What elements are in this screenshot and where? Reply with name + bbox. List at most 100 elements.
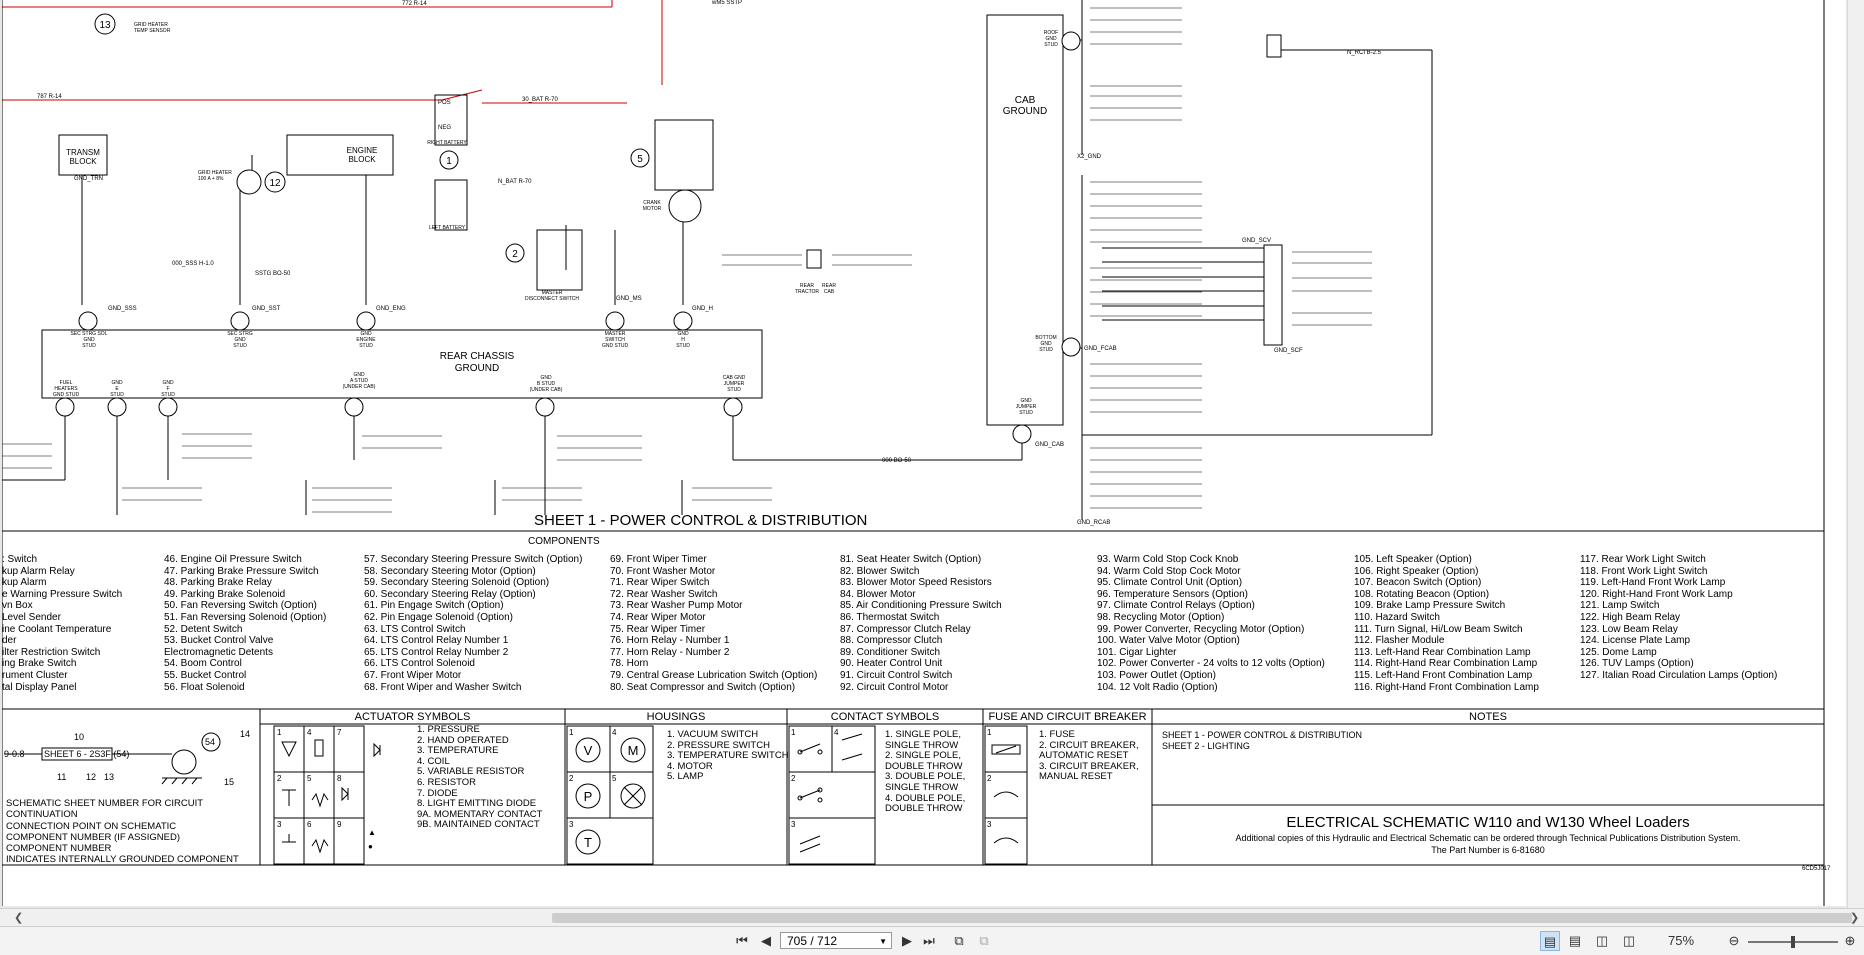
title-block-line1: Additional copies of this Hydraulic and … [1235,833,1741,843]
component-item: 114. Right-Hand Rear Combination Lamp [1354,658,1538,670]
callout-12: 12 [269,178,281,189]
component-item: 62. Pin Engage Solenoid (Option) [364,611,513,623]
page-number-field[interactable]: 705 / 712 ▼ [780,932,892,949]
crank-motor-label: CRANK MOTOR [642,200,662,212]
component-item: 90. Heater Control Unit [840,658,943,670]
components-col-3: 57. Secondary Steering Pressure Switch (… [364,554,582,693]
master-disconnect-label: MASTER DISCONNECT SWITCH [524,290,580,302]
zoom-slider-thumb[interactable] [1791,936,1795,948]
fit-page-icon[interactable]: ⧉ [954,933,964,948]
components-col-5: 81. Seat Heater Switch (Option)82. Blowe… [840,554,1002,693]
fuse-item: MANUAL RESET [1039,771,1113,783]
component-item: 82. Blower Switch [840,565,920,577]
prev-page-icon[interactable]: ◀ [761,933,771,948]
fit-width-icon[interactable]: ⧉ [979,933,989,948]
two-page-continuous-view-icon[interactable]: ◫ [1622,933,1636,948]
component-item: 96. Temperature Sensors (Option) [1097,588,1249,600]
component-item: vn Box [2,600,33,612]
vertical-scrollbar[interactable] [1847,0,1864,908]
gnd-e-label: GND E STUD [110,380,124,398]
gnd-f-label: GND F STUD [161,380,175,398]
fuse-item: 3. CIRCUIT BREAKER, [1039,760,1139,772]
last-page-icon[interactable]: ⏭ [923,933,935,948]
component-item: 99. Power Converter, Recycling Motor (Op… [1097,623,1305,635]
contact-num-4: 4 [834,728,839,737]
component-item: 92. Circuit Control Motor [840,681,949,693]
component-item: 95. Climate Control Unit (Option) [1097,577,1243,589]
zoom-level[interactable]: 75% [1667,933,1695,948]
sym-num-7: 7 [337,728,342,737]
housing-item: 2. PRESSURE SWITCH [667,739,770,751]
contact-item: 3. DOUBLE POLE, [885,771,966,783]
gnd-h-label: GND H STUD [676,331,690,349]
component-item: 119. Left-Hand Front Work Lamp [1580,577,1726,589]
horizontal-scrollbar[interactable]: ❮ ❯ [0,908,1864,927]
gnd-a-label: GND A STUD (UNDER CAB) [342,372,376,390]
actuator-title: ACTUATOR SYMBOLS [354,711,471,723]
components-heading: COMPONENTS [528,536,600,547]
single-page-view-icon[interactable]: ▤ [1540,931,1560,951]
component-item: 126. TUV Lamps (Option) [1580,658,1694,670]
first-page-icon[interactable]: ⏮ [736,933,748,948]
wire-label-sstp: wM5 SSTP [711,0,742,6]
housing-num-4: 4 [612,728,617,737]
component-item: 101. Cigar Lighter [1097,646,1177,658]
wire-label-bat: 30_BAT R-70 [522,97,558,103]
component-item: 77. Horn Relay - Number 2 [610,646,730,658]
component-item: 93. Warm Cold Stop Cock Knob [1097,554,1239,565]
neg-label: NEG [438,125,452,131]
component-item: 91. Circuit Control Switch [840,669,953,681]
component-item: 63. LTS Control Switch [364,623,466,635]
legend-num-14: 14 [240,729,250,739]
actuator-item: 6. RESISTOR [417,776,476,788]
note-item: SHEET 1 - POWER CONTROL & DISTRIBUTION [1162,730,1363,740]
page-dropdown-icon[interactable]: ▼ [879,937,887,946]
scroll-left-icon[interactable]: ❮ [14,912,24,924]
cab-gnd-jumper-stud-label: CAB GND JUMPER STUD [722,375,746,393]
components-col-7: 105. Left Speaker (Option)106. Right Spe… [1354,554,1539,693]
horizontal-scroll-thumb[interactable] [552,913,1852,923]
housing-glyph-p: P [584,789,593,804]
fuse-num-2: 2 [987,774,992,783]
component-item: 85. Air Conditioning Pressure Switch [840,600,1002,612]
continuous-view-icon[interactable]: ▤ [1568,933,1582,948]
fuse-num-1: 1 [987,728,992,737]
component-item: 124. License Plate Lamp [1580,635,1691,647]
component-item: 64. LTS Control Relay Number 1 [364,635,509,647]
zoom-in-icon[interactable]: ⊕ [1844,933,1856,948]
zoom-out-icon[interactable]: ⊖ [1728,933,1740,948]
zoom-slider[interactable] [1748,936,1838,948]
wire-label-gnd-sst: GND_SST [252,306,281,312]
callout-13: 13 [99,20,111,31]
component-item: 112. Flasher Module [1354,635,1445,647]
component-item: 113. Left-Hand Rear Combination Lamp [1354,646,1531,658]
schematic-page: 13 12 1 2 5 [2,0,1846,906]
wire-label-gnd-trn: GND_TRN [74,176,103,182]
contact-item: SINGLE THROW [885,739,959,751]
contact-item: 4. DOUBLE POLE, [885,792,966,804]
wire-label-top: 772 R-14 [402,1,427,7]
component-item: 89. Conditioner Switch [840,646,941,658]
two-page-view-icon[interactable]: ◫ [1595,933,1609,948]
legend-line: COMPONENT NUMBER [6,843,112,855]
notes-title: NOTES [1469,711,1507,723]
next-page-icon[interactable]: ▶ [902,933,912,948]
component-item: 52. Detent Switch [164,623,243,635]
component-item: 69. Front Wiper Timer [610,554,707,565]
component-item: 50. Fan Reversing Switch (Option) [164,600,317,612]
component-item: 66. LTS Control Solenoid [364,658,475,670]
component-item: 73. Rear Washer Pump Motor [610,600,743,612]
component-item: 102. Power Converter - 24 volts to 12 vo… [1097,658,1325,670]
sec-strg-sol-label: SEC STRG SOL GND STUD [70,331,108,349]
component-item: 115. Left-Hand Front Combination Lamp [1354,669,1533,681]
component-item: 127. Italian Road Circulation Lamps (Opt… [1580,669,1778,681]
wire-label-787: 787 R-14 [37,94,62,100]
scroll-right-icon[interactable]: ❯ [1850,912,1860,924]
component-item: Electromagnetic Detents [164,646,273,658]
component-item: 87. Compressor Clutch Relay [840,623,971,635]
